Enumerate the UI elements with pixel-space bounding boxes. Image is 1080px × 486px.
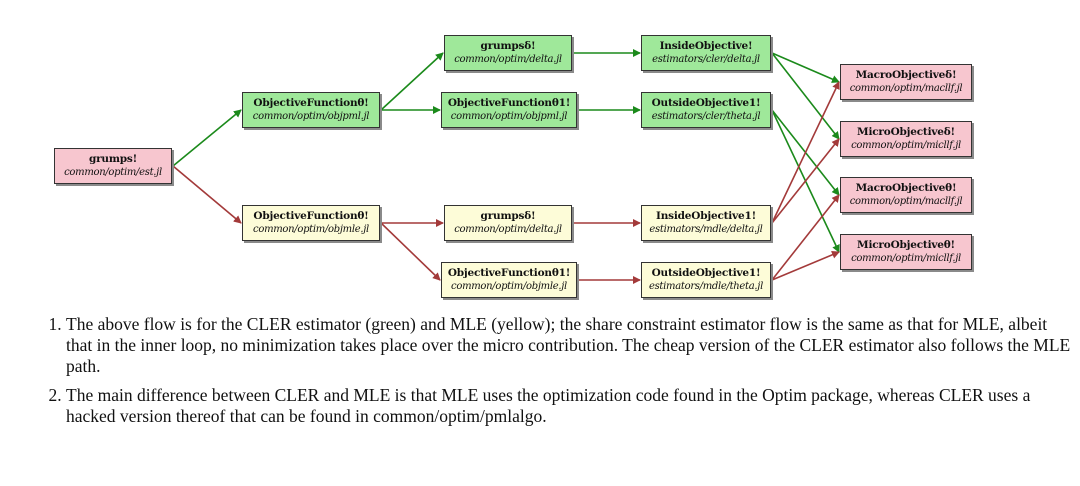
node-file: estimators/cler/delta.jl: [652, 54, 760, 65]
node-file: common/optim/micllf.jl: [851, 140, 961, 151]
node-macro-objective-delta: MacroObjectiveδ! common/optim/macllf.jl: [840, 64, 972, 100]
notes-list: The above flow is for the CLER estimator…: [40, 314, 1076, 435]
node-file: common/optim/est.jl: [64, 167, 162, 178]
node-name: MicroObjectiveδ!: [857, 126, 955, 138]
node-name: grumpsδ!: [480, 40, 536, 52]
node-micro-objective-delta: MicroObjectiveδ! common/optim/micllf.jl: [840, 121, 972, 157]
note-item: The main difference between CLER and MLE…: [66, 385, 1076, 427]
node-name: MicroObjectiveθ!: [857, 239, 955, 251]
node-name: grumps!: [88, 153, 138, 165]
edge-inside_y-to-micro_delta: [771, 138, 840, 224]
node-name: ObjectiveFunctionθ!: [253, 210, 369, 222]
node-grumps-delta-mle: grumpsδ! common/optim/delta.jl: [444, 205, 572, 241]
note-item: The above flow is for the CLER estimator…: [66, 314, 1076, 377]
node-grumps: grumps! common/optim/est.jl: [54, 148, 172, 184]
node-file: common/optim/delta.jl: [454, 54, 562, 65]
node-file: common/optim/objpml.jl: [450, 111, 568, 122]
node-file: estimators/mdle/delta.jl: [649, 224, 763, 235]
node-micro-objective-theta: MicroObjectiveθ! common/optim/micllf.jl: [840, 234, 972, 270]
node-file: common/optim/micllf.jl: [851, 253, 961, 264]
edge-grumps-to-objfn_y: [172, 165, 242, 224]
edge-outside_y-to-macro_theta: [771, 194, 840, 281]
node-objective-function1-mle: ObjectiveFunctionθ1! common/optim/objmle…: [441, 262, 577, 298]
node-file: estimators/mdle/theta.jl: [648, 281, 764, 292]
node-objective-function1-cler: ObjectiveFunctionθ1! common/optim/objpml…: [441, 92, 577, 128]
edge-grumps-to-objfn_g: [172, 109, 242, 167]
node-outside-objective-cler: OutsideObjective1! estimators/cler/theta…: [641, 92, 771, 128]
node-objective-function-mle: ObjectiveFunctionθ! common/optim/objmle.…: [242, 205, 380, 241]
edge-objfn_g-to-delta_g: [380, 52, 444, 111]
node-name: MacroObjectiveδ!: [855, 69, 957, 81]
node-file: common/optim/objmle.jl: [451, 281, 567, 292]
node-objective-function-cler: ObjectiveFunctionθ! common/optim/objpml.…: [242, 92, 380, 128]
node-file: common/optim/macllf.jl: [849, 83, 963, 94]
edge-inside_g-to-macro_delta: [771, 52, 840, 83]
node-file: common/optim/objmle.jl: [253, 224, 369, 235]
node-name: ObjectiveFunctionθ1!: [447, 267, 571, 279]
node-name: grumpsδ!: [480, 210, 536, 222]
edge-outside_y-to-micro_theta: [771, 251, 840, 281]
node-file: estimators/cler/theta.jl: [651, 111, 761, 122]
edge-inside_g-to-micro_delta: [771, 52, 840, 140]
node-name: OutsideObjective1!: [651, 97, 761, 109]
flow-edges: [172, 49, 840, 284]
node-outside-objective-mle: OutsideObjective1! estimators/mdle/theta…: [641, 262, 771, 298]
node-name: OutsideObjective1!: [651, 267, 761, 279]
node-file: common/optim/objpml.jl: [252, 111, 370, 122]
node-name: ObjectiveFunctionθ!: [253, 97, 369, 109]
node-name: MacroObjectiveθ!: [855, 182, 957, 194]
node-name: InsideObjective!: [659, 40, 753, 52]
node-file: common/optim/delta.jl: [454, 224, 562, 235]
node-inside-objective-cler: InsideObjective! estimators/cler/delta.j…: [641, 35, 771, 71]
node-macro-objective-theta: MacroObjectiveθ! common/optim/macllf.jl: [840, 177, 972, 213]
node-file: common/optim/macllf.jl: [849, 196, 963, 207]
node-grumps-delta-cler: grumpsδ! common/optim/delta.jl: [444, 35, 572, 71]
node-name: InsideObjective1!: [656, 210, 756, 222]
edge-inside_y-to-macro_delta: [771, 81, 840, 224]
node-inside-objective-mle: InsideObjective1! estimators/mdle/delta.…: [641, 205, 771, 241]
edge-objfn_y-to-objfn1_y: [380, 222, 441, 281]
node-name: ObjectiveFunctionθ1!: [447, 97, 571, 109]
